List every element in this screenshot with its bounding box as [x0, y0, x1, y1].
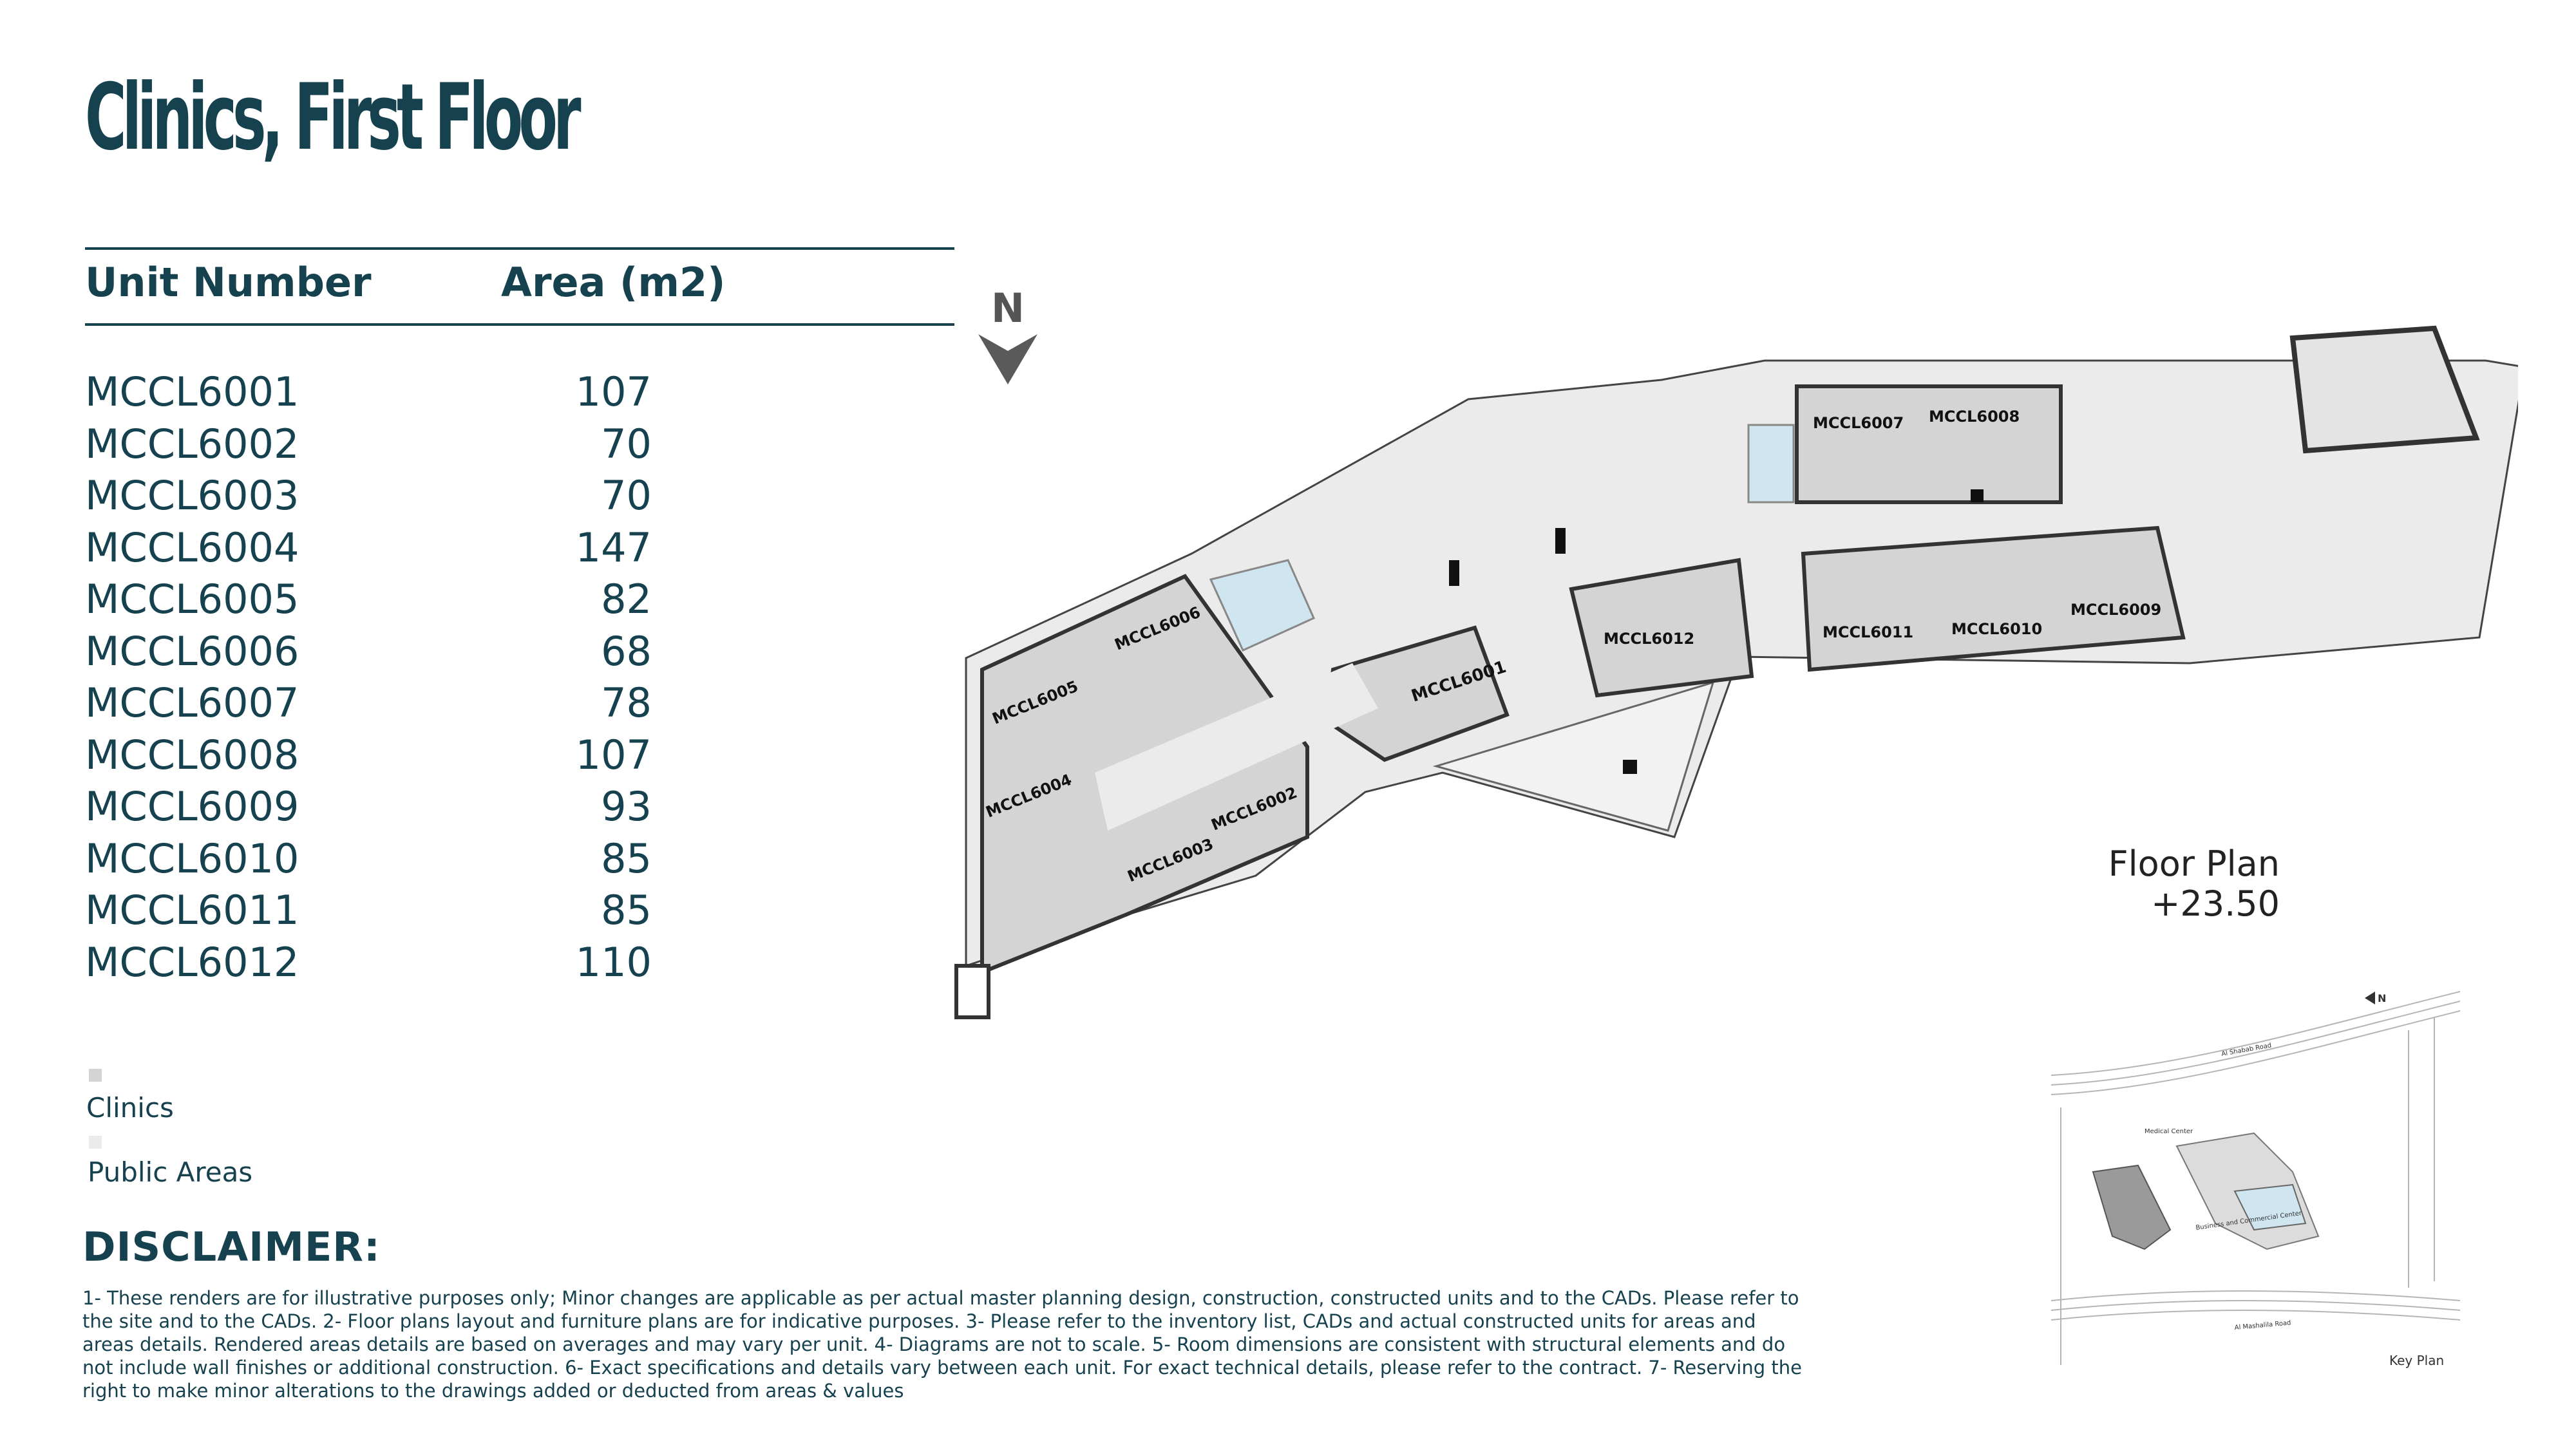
unit-area: 70 [601, 472, 652, 519]
entrance [954, 964, 990, 1019]
table-row: MCCL6010 85 [85, 835, 652, 887]
site-building [2092, 1164, 2172, 1250]
area-header: Area (m2) [501, 259, 726, 306]
unit-number: MCCL6012 [85, 938, 299, 986]
table-row: MCCL6011 85 [85, 887, 652, 939]
unit-area: 85 [601, 887, 652, 934]
table-row: MCCL6004 147 [85, 524, 652, 576]
unit-area: 68 [601, 627, 652, 675]
unit-number: MCCL6003 [85, 472, 299, 519]
floor-plan-drawing: MCCL6001 MCCL6002 MCCL6003 MCCL6004 MCCL… [954, 325, 2518, 1019]
corridor [1095, 663, 1378, 831]
table-row: MCCL6006 68 [85, 628, 652, 680]
floor-plan-label: Floor Plan [2108, 843, 2280, 884]
table-row: MCCL6003 70 [85, 472, 652, 524]
key-plan-north: N [2378, 992, 2386, 1004]
unit-number: MCCL6008 [85, 731, 299, 778]
unit-number: MCCL6006 [85, 627, 299, 675]
table-header-rule [85, 323, 954, 326]
unit-label: MCCL6010 [1951, 620, 2042, 638]
unit-table: MCCL6001 107 MCCL6002 70 MCCL6003 70 MCCL60… [85, 368, 652, 990]
clinic-unit [1801, 525, 2186, 672]
public-areas-legend-label: Public Areas [88, 1156, 253, 1188]
unit-area: 107 [575, 368, 652, 415]
table-row: MCCL6002 70 [85, 420, 652, 473]
clinics-legend-swatch [89, 1069, 102, 1082]
unit-area: 82 [601, 576, 652, 623]
table-row: MCCL6009 93 [85, 783, 652, 835]
unit-label: MCCL6009 [2070, 601, 2161, 619]
unit-area: 147 [575, 523, 652, 571]
clinic-unit [1795, 384, 2063, 504]
terrace [1432, 681, 1715, 832]
unit-number: MCCL6009 [85, 783, 299, 830]
wet-area [1209, 559, 1315, 652]
stair-core [2289, 325, 2480, 454]
north-arrow: N [976, 285, 1040, 393]
unit-number: MCCL6010 [85, 834, 299, 882]
unit-number: MCCL6002 [85, 420, 299, 467]
unit-number: MCCL6011 [85, 887, 299, 934]
page-title: Clinics, First Floor [85, 64, 582, 171]
table-row: MCCL6008 107 [85, 731, 652, 784]
table-row: MCCL6001 107 [85, 368, 652, 420]
unit-number-header: Unit Number [85, 259, 372, 306]
unit-area: 78 [601, 679, 652, 726]
disclaimer-text: 1- These renders are for illustrative pu… [82, 1287, 1802, 1402]
unit-label: MCCL6011 [1823, 623, 1913, 641]
table-top-rule [85, 247, 954, 250]
unit-area: 110 [575, 938, 652, 986]
floor-plan-level: +23.50 [2151, 883, 2280, 924]
unit-number: MCCL6001 [85, 368, 299, 415]
clinics-legend-label: Clinics [86, 1092, 174, 1124]
unit-area: 107 [575, 731, 652, 778]
unit-area: 70 [601, 420, 652, 467]
key-plan-north-arrow-icon [2365, 992, 2375, 1004]
unit-label: MCCL6008 [1929, 408, 2020, 426]
unit-area: 85 [601, 834, 652, 882]
public-area [965, 359, 2518, 968]
wet-area [1747, 424, 1795, 504]
clinic-unit [1569, 558, 1754, 698]
unit-area: 93 [601, 783, 652, 830]
public-areas-legend-swatch [89, 1136, 102, 1149]
disclaimer-title: DISCLAIMER: [82, 1223, 381, 1270]
key-plan-medical-center: Medical Center [2145, 1128, 2193, 1135]
unit-number: MCCL6004 [85, 523, 299, 571]
unit-number: MCCL6007 [85, 679, 299, 726]
table-row: MCCL6007 78 [85, 679, 652, 731]
site-highlight [2233, 1183, 2307, 1231]
north-arrow-icon [978, 334, 1037, 384]
north-label: N [991, 285, 1025, 332]
unit-label: MCCL6007 [1813, 414, 1904, 432]
unit-number: MCCL6005 [85, 576, 299, 623]
unit-label: MCCL6012 [1604, 630, 1694, 648]
table-row: MCCL6005 82 [85, 576, 652, 628]
key-plan-label: Key Plan [2389, 1353, 2444, 1368]
table-row: MCCL6012 110 [85, 939, 652, 991]
key-plan: N Al Shabab Road Al Mashalila Road Medic… [2048, 979, 2460, 1378]
